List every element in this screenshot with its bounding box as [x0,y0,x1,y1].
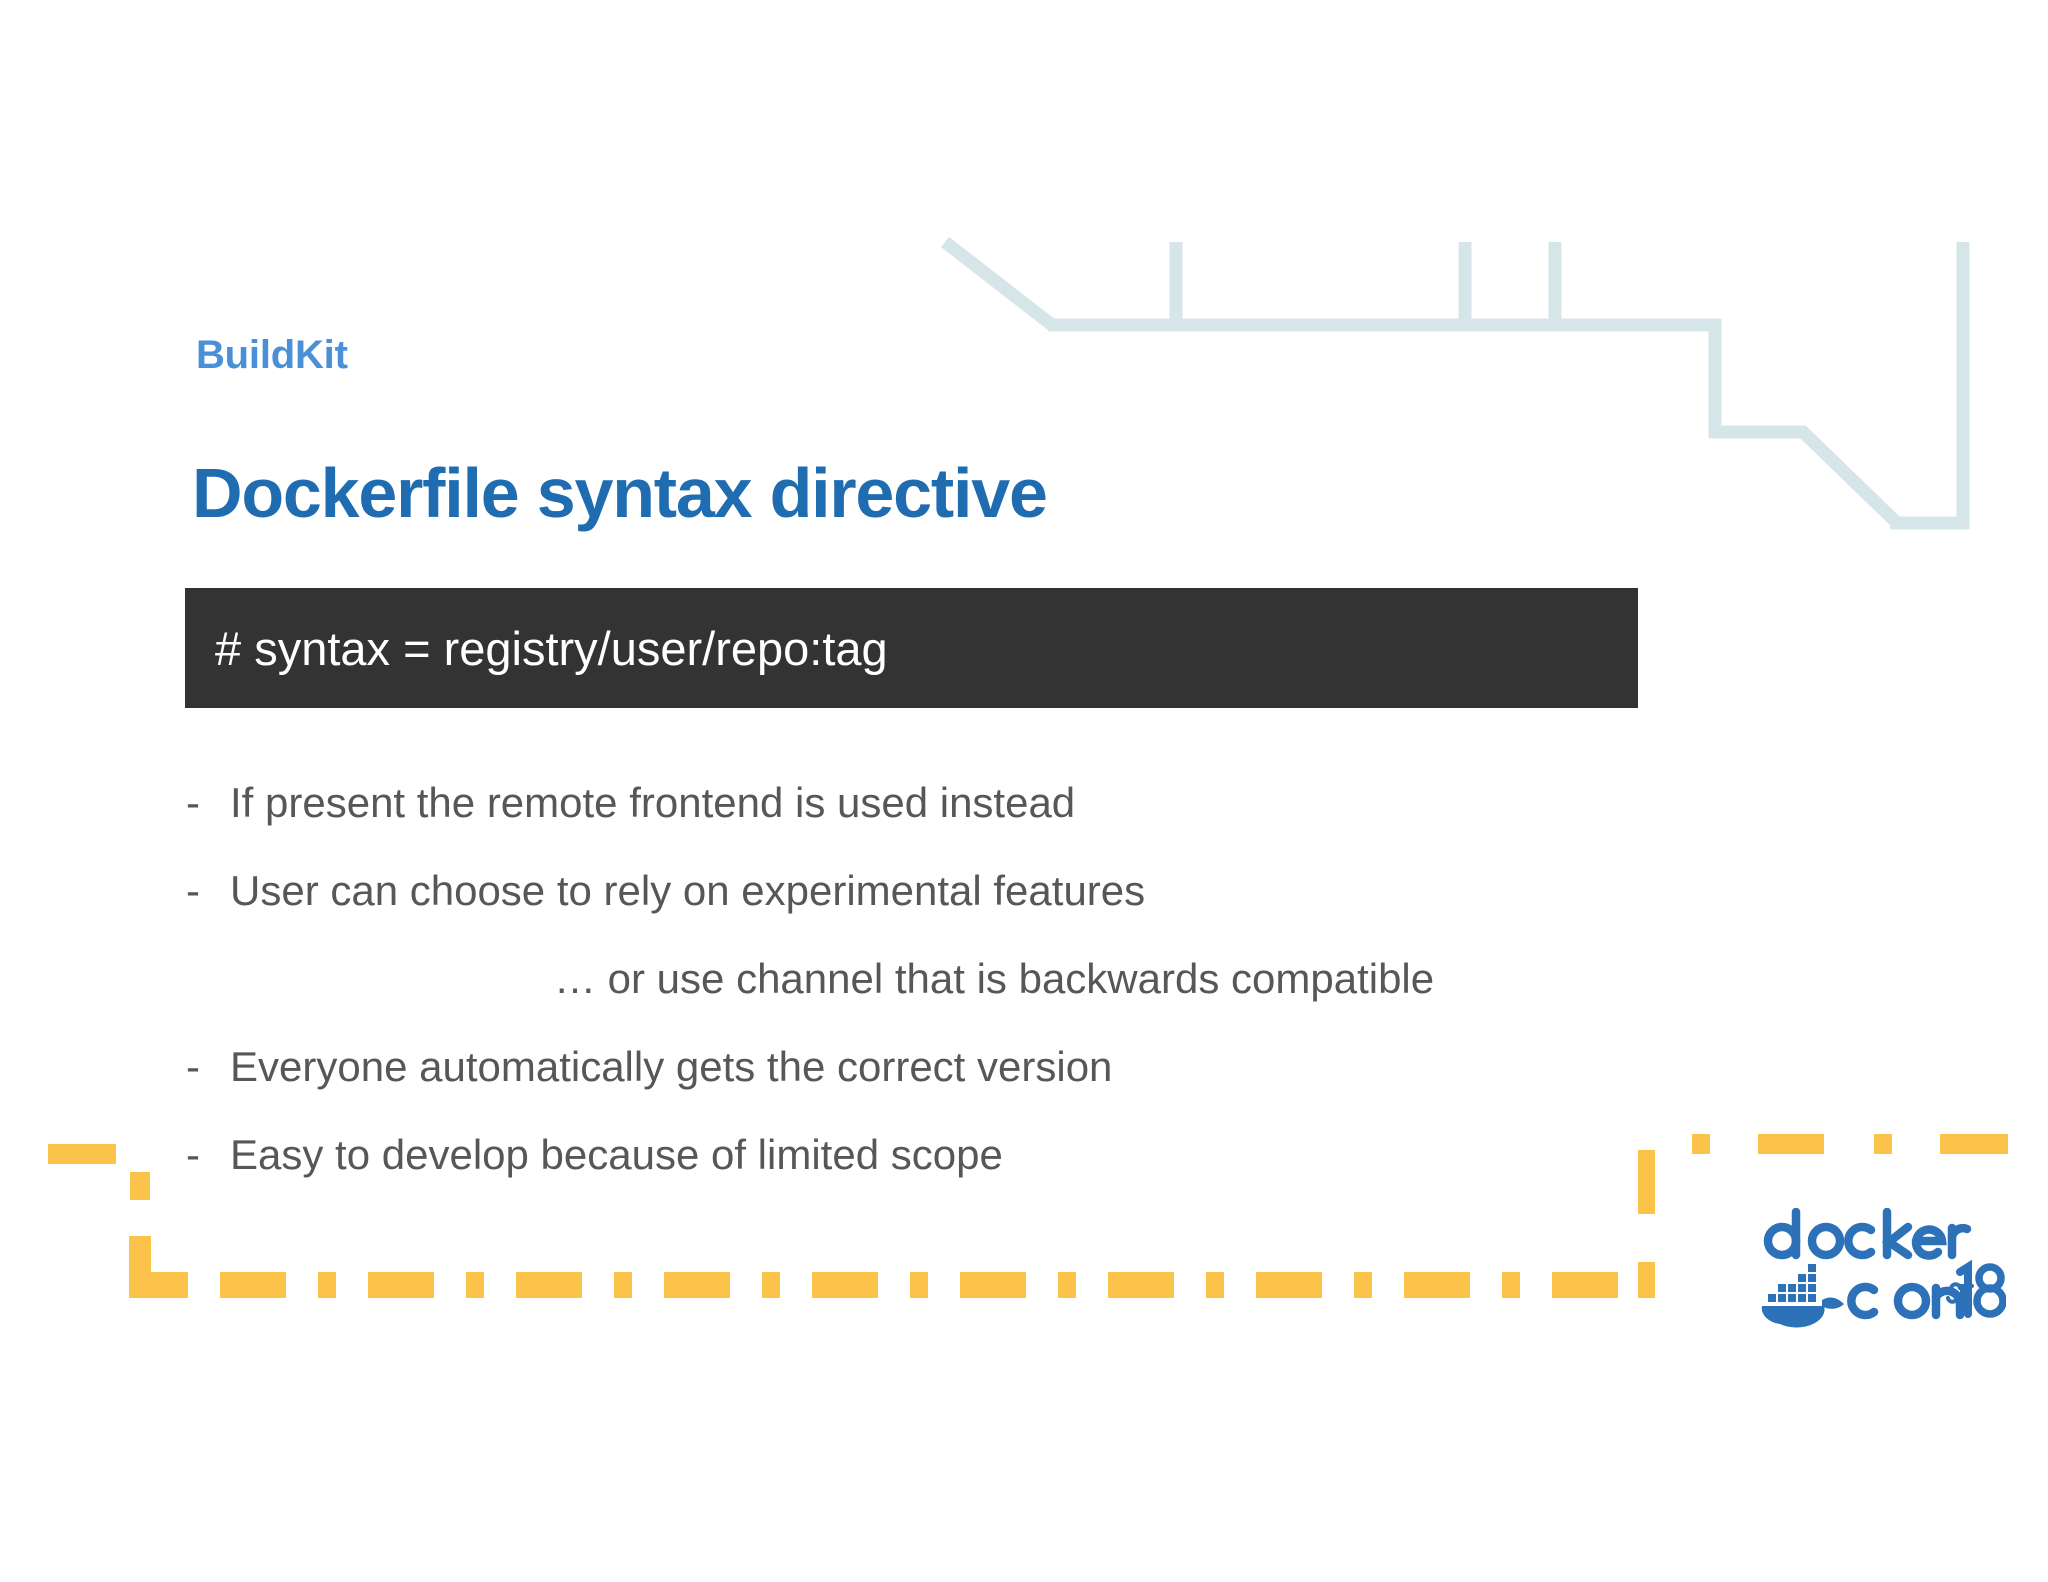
list-item: - Easy to develop because of limited sco… [186,1134,1886,1176]
bullet-marker: - [186,1043,200,1090]
top-right-circuit-line [941,236,1970,530]
list-item: - Everyone automatically gets the correc… [186,1046,1886,1088]
bullet-text: … or use channel that is backwards compa… [554,955,1435,1002]
slide-eyebrow: BuildKit [196,333,348,377]
list-item-sub: … or use channel that is backwards compa… [186,958,1886,1000]
code-block: # syntax = registry/user/repo:tag [185,588,1638,708]
code-block-text: # syntax = registry/user/repo:tag [215,621,888,675]
bullet-text: Easy to develop because of limited scope [230,1131,1003,1178]
bullet-marker: - [186,779,200,826]
bullet-text: Everyone automatically gets the correct … [230,1043,1113,1090]
bullet-marker: - [186,1131,200,1178]
bullet-text: If present the remote frontend is used i… [230,779,1076,826]
dockercon-logo [1761,1208,2006,1328]
bullet-text: User can choose to rely on experimental … [230,867,1146,914]
page-title: Dockerfile syntax directive [192,453,1048,532]
list-item: - If present the remote frontend is used… [186,782,1886,824]
list-item: - User can choose to rely on experimenta… [186,870,1886,912]
bullet-marker: - [186,867,200,914]
bullet-list: - If present the remote frontend is used… [186,782,1886,1222]
